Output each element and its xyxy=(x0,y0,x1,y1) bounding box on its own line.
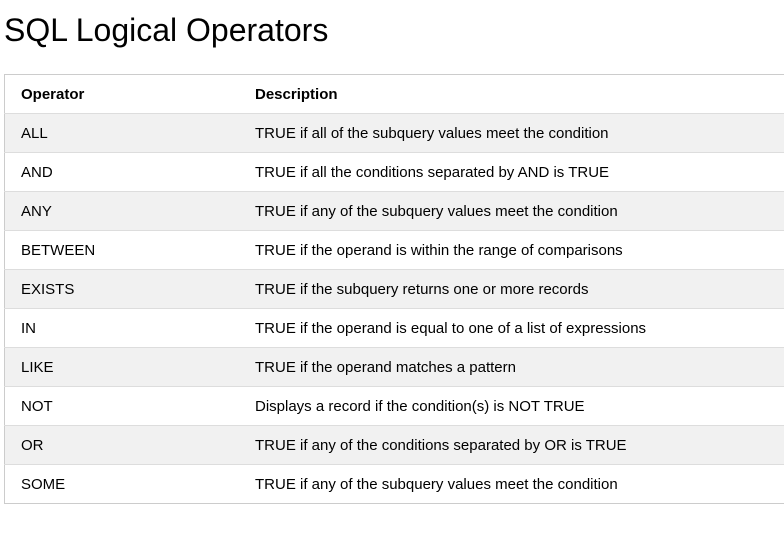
table-header: Operator Description xyxy=(4,74,784,114)
table-body: ALL TRUE if all of the subquery values m… xyxy=(4,113,784,504)
table-row: AND TRUE if all the conditions separated… xyxy=(4,152,784,192)
description-cell: TRUE if the operand is equal to one of a… xyxy=(239,308,784,348)
description-cell: TRUE if all the conditions separated by … xyxy=(239,152,784,192)
operator-cell: ANY xyxy=(4,191,239,231)
description-cell: TRUE if any of the subquery values meet … xyxy=(255,475,618,493)
page-title: SQL Logical Operators xyxy=(4,12,329,48)
description-cell: Displays a record if the condition(s) is… xyxy=(239,386,784,426)
operator-cell: BETWEEN xyxy=(4,230,239,270)
header-row: Operator Description xyxy=(4,74,784,114)
operator-cell: OR xyxy=(4,425,239,465)
operator-cell: SOME xyxy=(21,475,66,493)
operator-cell: EXISTS xyxy=(4,269,239,309)
description-cell: TRUE if all of the subquery values meet … xyxy=(239,113,784,153)
header-operator: Operator xyxy=(4,74,239,114)
operator-cell: IN xyxy=(4,308,239,348)
operator-cell: NOT xyxy=(4,386,239,426)
table-row: SOME TRUE if any of the subquery values … xyxy=(4,464,784,504)
table-row: NOT Displays a record if the condition(s… xyxy=(4,386,784,426)
operator-cell: LIKE xyxy=(4,347,239,387)
table-row: IN TRUE if the operand is equal to one o… xyxy=(4,308,784,348)
description-cell: TRUE if the operand matches a pattern xyxy=(239,347,784,387)
operators-table: Operator Description ALL TRUE if all of … xyxy=(4,74,784,504)
description-cell: TRUE if any of the conditions separated … xyxy=(239,425,784,465)
table-row: ALL TRUE if all of the subquery values m… xyxy=(4,113,784,153)
table-row: BETWEEN TRUE if the operand is within th… xyxy=(4,230,784,270)
description-cell: TRUE if the operand is within the range … xyxy=(239,230,784,270)
description-cell: TRUE if any of the subquery values meet … xyxy=(239,191,784,231)
table-row: LIKE TRUE if the operand matches a patte… xyxy=(4,347,784,387)
operator-cell: AND xyxy=(4,152,239,192)
table-row: ANY TRUE if any of the subquery values m… xyxy=(4,191,784,231)
table-row: OR TRUE if any of the conditions separat… xyxy=(4,425,784,465)
table-row: EXISTS TRUE if the subquery returns one … xyxy=(4,269,784,309)
operator-cell: ALL xyxy=(4,113,239,153)
header-description: Description xyxy=(239,74,784,114)
description-cell: TRUE if the subquery returns one or more… xyxy=(239,269,784,309)
